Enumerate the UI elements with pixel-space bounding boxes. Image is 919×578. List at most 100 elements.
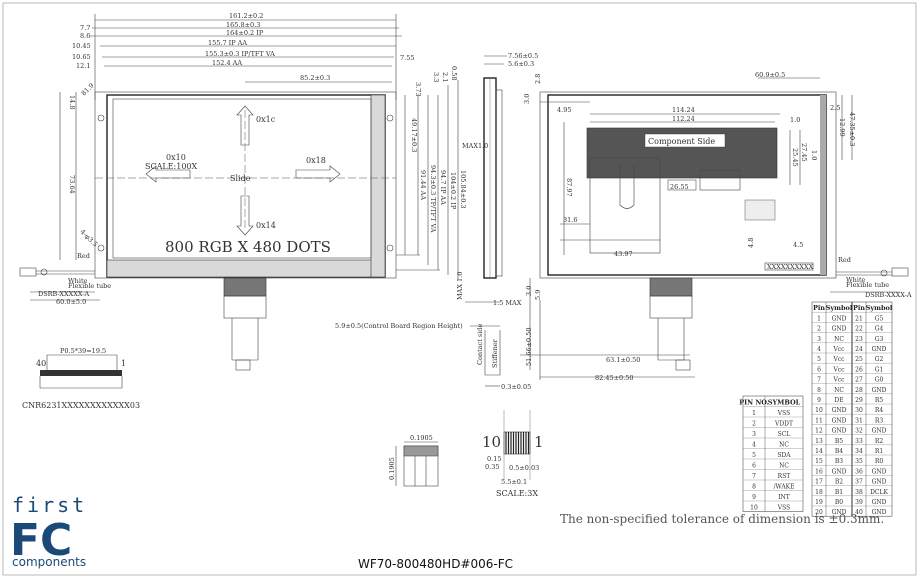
side-view: 7.56±0.5 5.6±0.3 MAX1.0 MAX 1.0 1.5 MAX …	[335, 52, 538, 391]
pin-table-small-cell: SCL	[778, 431, 791, 438]
pin-table-large-cell: 25	[855, 356, 863, 363]
front-fpc-tail	[231, 318, 259, 361]
dim-right-4: 2.1	[441, 72, 449, 82]
scale-dim-2: 0.35	[485, 463, 499, 471]
back-dim-22: 51.66±0.50	[525, 327, 533, 366]
front-red-label: Red	[77, 252, 90, 260]
dim-front-v5: 104±0.2 IP	[449, 172, 457, 210]
dim-front-3: 164±0.2 IP	[226, 29, 264, 37]
dim-right-2: 3.73	[414, 82, 422, 96]
dim-front-left-v1: 14.8	[68, 95, 76, 109]
pin-table-large-cell: B0	[835, 499, 843, 506]
pin-table-small-cell: 3	[752, 431, 756, 438]
dim-front-v6: 105.84±0.3	[459, 170, 467, 209]
pin-table-large-cell: NC	[834, 336, 844, 343]
pin-table-large-cell: DE	[834, 397, 843, 404]
resolution-label: 800 RGB X 480 DOTS	[165, 238, 331, 256]
pin-table-large-cell: R2	[875, 438, 884, 445]
front-tube-label: Flexible tube	[68, 282, 111, 290]
dim-left-5: 12.1	[76, 62, 90, 70]
dim-right-3: 3.3	[432, 72, 440, 82]
part-number: WF70-800480HD#006-FC	[358, 557, 513, 571]
back-dim-8: 1.0	[790, 116, 800, 124]
pin-table-large-cell: 17	[815, 479, 823, 486]
side-dim-2: 5.6±0.3	[508, 60, 534, 68]
back-edge	[820, 95, 826, 275]
pin-table-large-cell: GND	[872, 387, 887, 394]
scale-detail: 10 1 0.15 0.35 0.5±0.03 5.5±0.1 SCALE:3X	[482, 410, 544, 498]
front-fpc-hatch	[223, 277, 267, 297]
front-bezel-bottom	[106, 259, 386, 278]
pin-table-small-cell: INT	[778, 494, 790, 501]
pin-table-large-cell: GND	[832, 509, 847, 516]
arrow-right-icon	[295, 165, 341, 183]
back-component	[744, 199, 776, 221]
annot-0x18: 0x18	[306, 156, 326, 165]
pin-table-large-cell: Vcc	[832, 377, 845, 384]
fpc-detail: 0.1905 0.1905	[388, 434, 439, 487]
pin-table-large-cell: 32	[855, 428, 863, 435]
side-fpc	[484, 330, 501, 376]
annot-0x10: 0x10	[166, 153, 186, 162]
dim-front-left-v3: 81.9	[80, 82, 96, 98]
pin-table-large-cell: 23	[855, 336, 863, 343]
dim-front-v4: 94.7 IP AA	[439, 170, 447, 205]
pin-table-large-cell: GND	[832, 315, 847, 322]
pin-table-small-cell: 6	[752, 463, 756, 470]
pin-table-large-cell: 22	[855, 326, 863, 333]
back-cable	[830, 267, 909, 293]
pin-table-large-cell: 20	[815, 509, 823, 516]
pin-table-small-frame	[742, 395, 804, 512]
pin-table-small-cell: 4	[752, 442, 756, 449]
back-dim-18: 4.5	[793, 241, 803, 249]
mount-hole-tl	[97, 114, 105, 122]
pin-table-large-cell: 24	[855, 346, 863, 353]
dim-right-5: 0.58	[450, 66, 458, 80]
scale-pin-first: 10	[482, 433, 501, 451]
dim-left-4: 10.65	[72, 53, 91, 61]
front-cable-length: 60.0±5.0	[56, 298, 86, 306]
back-fpc-area	[589, 157, 661, 254]
tolerance-note: The non-specified tolerance of dimension…	[560, 512, 884, 526]
pin-table-large-cell: 4	[817, 346, 821, 353]
dim-front-v2: 91.44 AA	[419, 170, 427, 200]
pin-table-small-cell: 10	[750, 505, 758, 512]
pin-table-large-cell: GND	[832, 468, 847, 475]
dim-left-2: 8.6	[80, 32, 90, 40]
pin-table-large-cell: 1	[817, 315, 821, 322]
pin-table-large-cell: 14	[815, 448, 823, 455]
back-fpc-body	[649, 295, 693, 319]
back-dim-11: 25.45	[791, 148, 799, 167]
pin-table-large-cell: B3	[835, 458, 843, 465]
front-active-area	[112, 98, 372, 259]
pin-table-large-cell: GND	[832, 407, 847, 414]
annot-slide: Slide	[230, 174, 251, 183]
pin-table-large-cell: 12	[815, 428, 823, 435]
scale-label: SCALE:3X	[496, 489, 538, 498]
back-dim-3: 60.9±0.5	[755, 71, 785, 79]
front-dim-lines	[90, 14, 402, 100]
back-fpc-connector	[675, 359, 691, 371]
pin-table-large-cell: 5	[817, 356, 821, 363]
pin-table-large-cell: 39	[855, 499, 863, 506]
pin-table-small-cell: VDDT	[774, 421, 793, 428]
front-fpc-connector	[235, 359, 251, 371]
back-chip-label: XXXXXXXXXX	[767, 263, 814, 271]
arrow-left-icon	[145, 165, 191, 183]
pin-table-large-cell: Vcc	[832, 356, 845, 363]
back-white-label: White	[846, 276, 866, 284]
pin-table-large-cell: GND	[872, 509, 887, 516]
pin-table-large-cell: 30	[855, 407, 863, 414]
dim-front-7: 85.2±0.3	[300, 74, 330, 82]
pin-table-large-cell: 10	[815, 407, 823, 414]
connector-pitch: P0.5*39=19.5	[60, 347, 106, 355]
back-dim-20: 3.0	[525, 286, 533, 296]
back-dim-14: 87.97	[565, 178, 573, 197]
back-dim-10: 47.35±0.3	[848, 112, 856, 146]
logo-fc: FC	[10, 515, 72, 566]
back-cable-code: DSRB-XXXX-A	[865, 291, 912, 299]
pin-table-large-cell: GND	[832, 326, 847, 333]
pin-table-small-cell: NC	[779, 442, 789, 449]
